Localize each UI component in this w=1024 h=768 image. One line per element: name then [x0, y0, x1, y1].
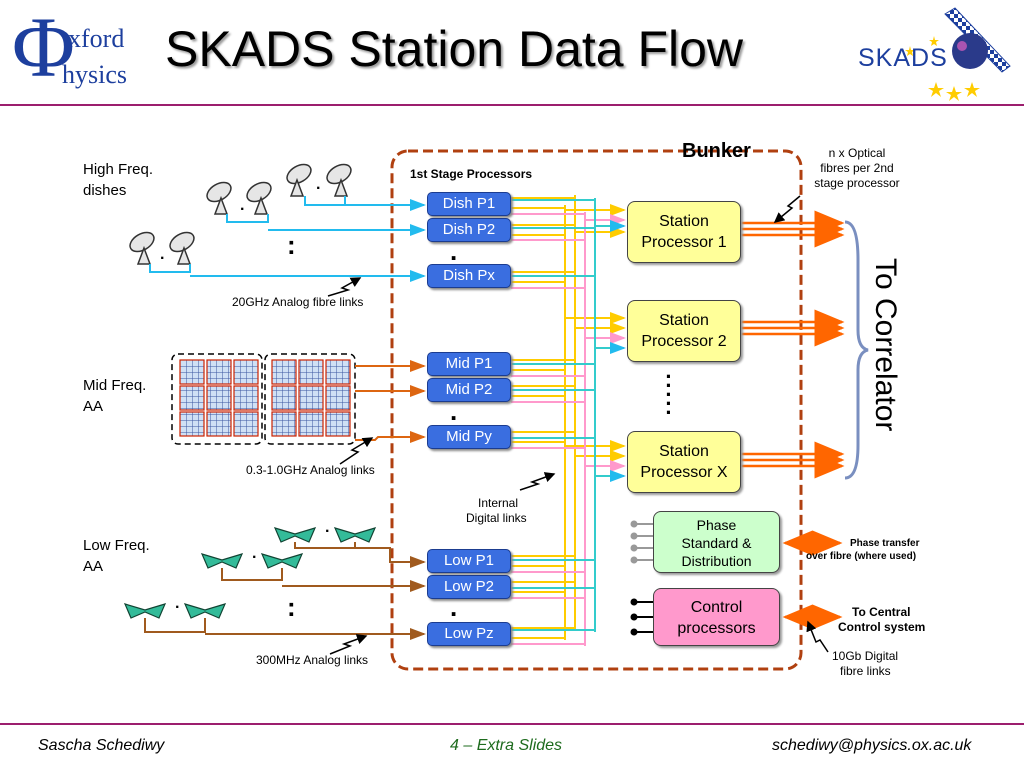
low-freq-label-1: Low Freq.: [83, 537, 150, 554]
skads-logo-graphic: [905, 7, 1011, 101]
oxford-logo-text-2: hysics: [62, 60, 127, 89]
processor-dish-p2: Dish P2: [427, 218, 511, 242]
oxford-logo-phi: Φ: [12, 0, 75, 95]
phase-line2: Standard &: [681, 535, 752, 551]
processor-low-p2: Low P2: [427, 575, 511, 599]
phase-standard-box: Phase Standard & Distribution: [653, 511, 780, 573]
dish-ellipsis: :: [287, 230, 296, 260]
stage-processors-label: 1st Stage Processors: [410, 167, 533, 181]
phase-transfer-label-1: Phase transfer: [850, 538, 920, 549]
processor-dish-px: Dish Px: [427, 264, 511, 288]
optical-label-1: n x Optical: [828, 146, 886, 160]
to-correlator-label: To Correlator: [869, 258, 902, 432]
digital-fibre-label-2: fibre links: [840, 664, 891, 678]
low-aa-bowties: [123, 527, 377, 619]
low-ellipsis: :: [287, 592, 296, 622]
internal-links-label-2: Digital links: [466, 511, 527, 525]
svg-text:·: ·: [175, 599, 180, 616]
slide-title: SKADS Station Data Flow: [165, 21, 744, 77]
svg-text:·: ·: [160, 250, 165, 267]
svg-text:·: ·: [240, 201, 245, 218]
bunker-outline: [390, 149, 803, 671]
mid-freq-label-2: AA: [83, 398, 104, 415]
mid-link-label: 0.3-1.0GHz Analog links: [246, 463, 375, 477]
oxford-logo-text-1: xford: [68, 24, 125, 53]
header-divider: [0, 104, 1024, 106]
station-processor-2: Station Processor 2: [627, 300, 741, 362]
station-ellipsis: ·····: [665, 364, 673, 425]
station-processor-x: Station Processor X: [627, 431, 741, 493]
bunker-label: Bunker: [682, 140, 751, 162]
phase-transfer-label-2: over fibre (where used): [806, 551, 917, 562]
footer-email: schediwy@physics.ox.ac.uk: [772, 737, 972, 754]
footer-author: Sascha Schediwy: [38, 737, 165, 754]
station-1-line1: Station: [659, 213, 709, 230]
control-line1: Control: [690, 599, 743, 616]
station-1-line2: Processor 1: [641, 234, 727, 251]
station-x-line2: Processor X: [640, 464, 728, 481]
svg-text:·: ·: [252, 549, 257, 566]
dish-antennas: [129, 163, 352, 265]
station-2-line2: Processor 2: [641, 333, 727, 350]
station-processor-1: Station Processor 1: [627, 201, 741, 263]
control-line2: processors: [677, 620, 756, 637]
svg-text:·: ·: [316, 180, 321, 197]
central-control-label-1: To Central: [852, 605, 911, 619]
processor-mid-py: Mid Py: [427, 425, 511, 449]
internal-links-label-1: Internal: [478, 496, 519, 510]
station-x-line1: Station: [659, 443, 709, 460]
digital-fibre-label-1: 10Gb Digital: [832, 649, 899, 663]
central-control-label-2: Control system: [838, 620, 926, 634]
processor-dish-p1: Dish P1: [427, 192, 511, 216]
footer-slide-number: 4 – Extra Slides: [450, 737, 563, 754]
svg-text:·: ·: [325, 523, 330, 540]
processor-mid-p2: Mid P2: [427, 378, 511, 402]
skads-logo-text: SKADS: [858, 44, 948, 72]
high-freq-label-1: High Freq.: [83, 161, 154, 178]
phase-line3: Distribution: [681, 553, 752, 569]
processor-mid-p1: Mid P1: [427, 352, 511, 376]
control-processors-box: Control processors: [653, 588, 780, 646]
optical-label-2: fibres per 2nd: [820, 161, 894, 175]
high-freq-label-2: dishes: [83, 182, 127, 199]
high-link-label: 20GHz Analog fibre links: [232, 295, 364, 309]
station-2-line1: Station: [659, 312, 709, 329]
processor-low-p1: Low P1: [427, 549, 511, 573]
mid-freq-label-1: Mid Freq.: [83, 377, 147, 394]
optical-label-3: stage processor: [814, 176, 900, 190]
phase-line1: Phase: [696, 517, 737, 533]
processor-low-pz: Low Pz: [427, 622, 511, 646]
low-link-label: 300MHz Analog links: [256, 653, 369, 667]
low-freq-label-2: AA: [83, 558, 104, 575]
mid-aa-tiles: [179, 359, 351, 437]
footer-divider: [0, 723, 1024, 725]
